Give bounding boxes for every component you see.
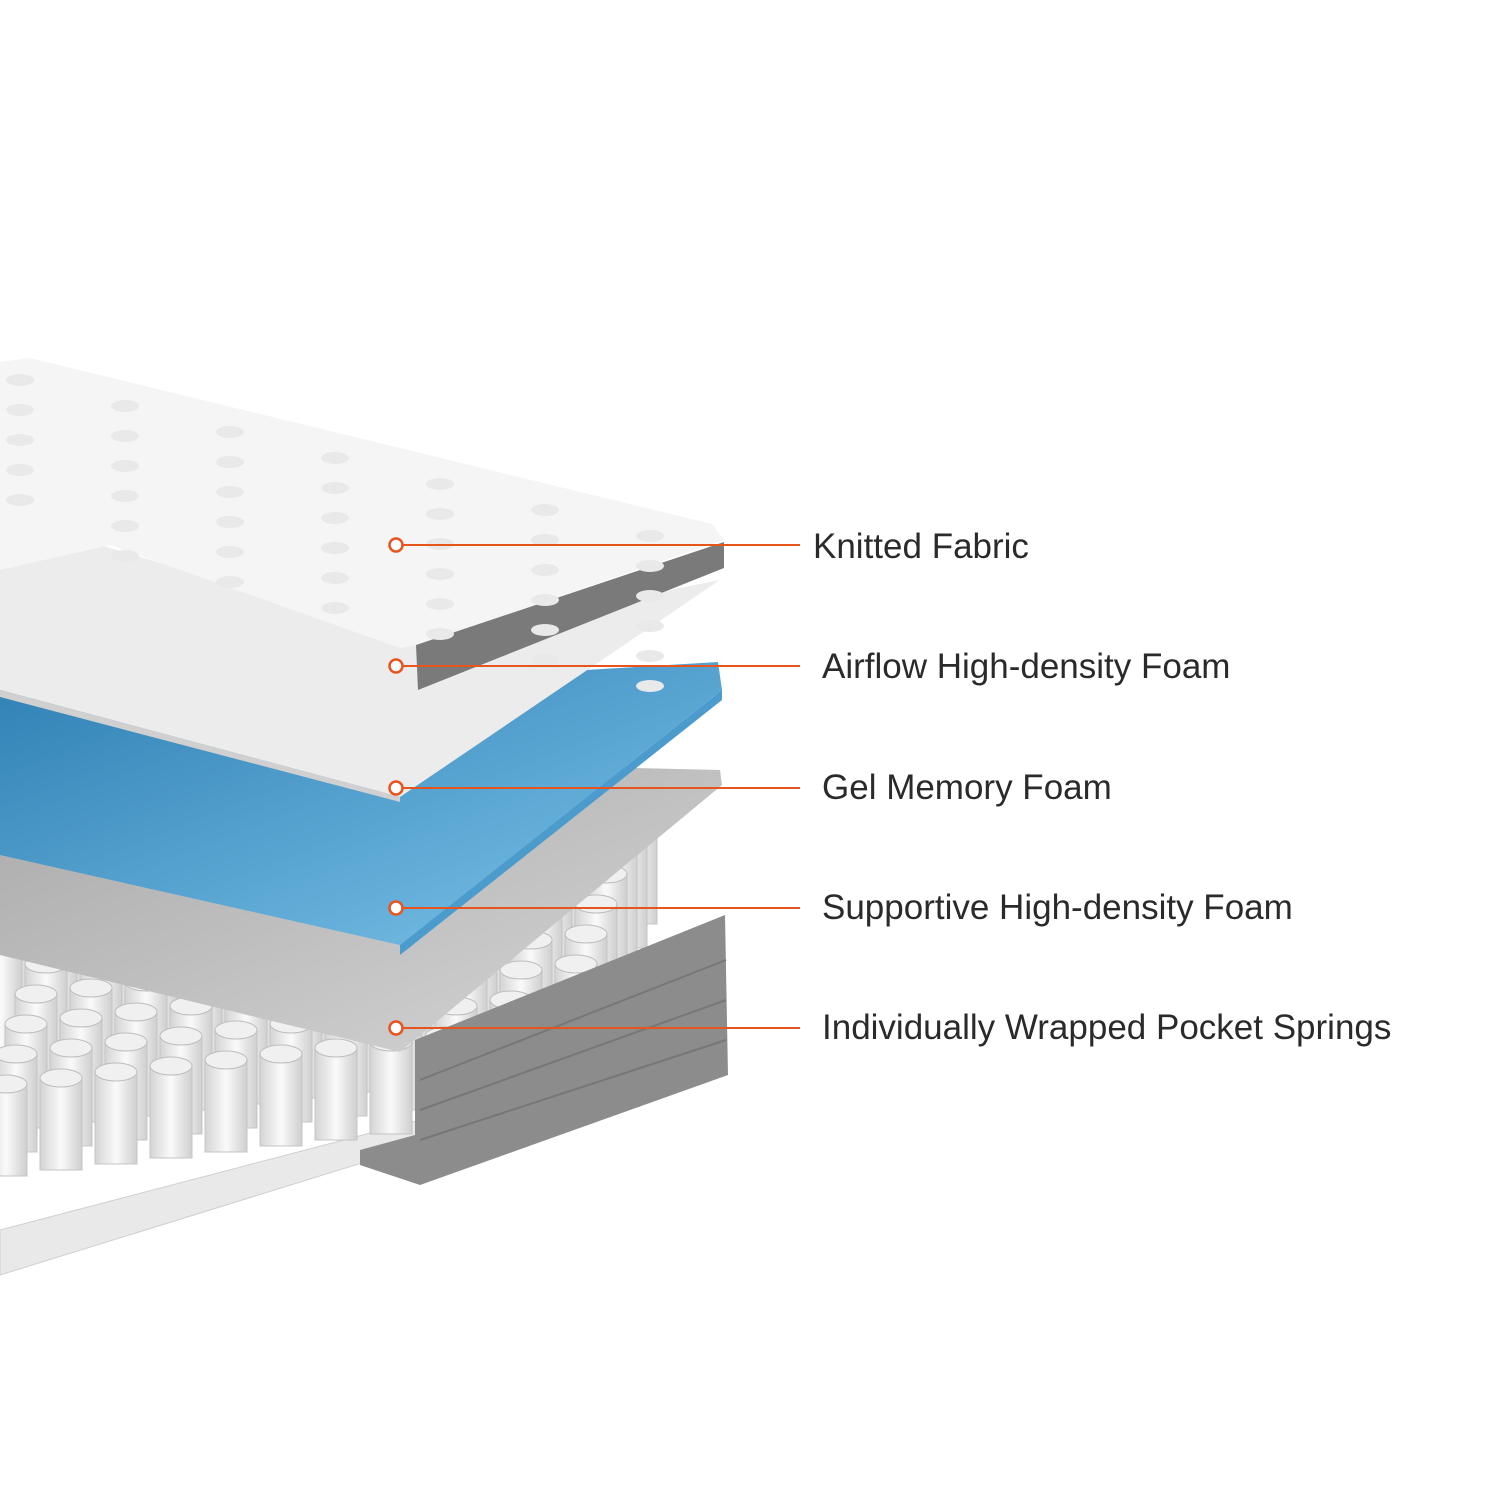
pocket-spring [204,1050,248,1153]
quilt-dimple [321,512,349,524]
quilt-dimple [6,434,34,446]
quilt-dimple [636,650,664,662]
quilt-dimple [216,516,244,528]
pocket-spring [39,1068,83,1171]
quilt-dimple [216,486,244,498]
quilt-dimple [426,478,454,490]
quilt-dimple [426,508,454,520]
quilt-dimple [636,590,664,602]
callout [388,780,800,796]
side-panel [360,915,728,1185]
quilt-dimple [321,602,349,614]
quilt-dimple [111,460,139,472]
callout-lines [388,537,800,1036]
quilt-dimple [111,520,139,532]
pocket-spring [94,1062,138,1165]
callout-dot-icon [388,900,404,916]
quilt-dimple [636,620,664,632]
quilt-dimple [426,568,454,580]
quilt-dimple [321,482,349,494]
quilt-dimple [321,542,349,554]
quilt-dimple [636,680,664,692]
quilt-dimple [531,594,559,606]
quilt-dimple [6,464,34,476]
label-supportive-foam: Supportive High-density Foam [822,888,1293,927]
quilt-dimple [6,374,34,386]
quilt-dimple [111,490,139,502]
label-airflow-foam: Airflow High-density Foam [822,647,1231,686]
quilt-dimple [6,404,34,416]
quilt-dimple [216,426,244,438]
quilt-dimple [531,564,559,576]
quilt-dimple [531,504,559,516]
quilt-dimple [321,452,349,464]
quilt-dimple [321,572,349,584]
quilt-dimple [531,654,559,666]
quilt-dimple [111,400,139,412]
callout-dot-icon [388,780,404,796]
callout [388,900,800,916]
callout [388,537,800,553]
quilt-dimple [426,628,454,640]
pocket-spring [0,1074,28,1177]
label-gel-memory-foam: Gel Memory Foam [822,768,1112,807]
quilt-dimple [636,560,664,572]
fabric-edge [416,542,724,690]
callout-dot-icon [388,537,404,553]
quilt-dimple [636,530,664,542]
quilt-dimple [216,576,244,588]
callout-dot-icon [388,1020,404,1036]
callout [388,658,800,674]
quilt-dimple [111,550,139,562]
callout [388,1020,800,1036]
callout-dot-icon [388,658,404,674]
quilt-dimple [531,534,559,546]
pocket-spring [149,1056,193,1159]
quilt-dimple [111,430,139,442]
pocket-spring [314,1038,358,1141]
quilt-dimples [6,374,664,692]
quilt-dimple [6,494,34,506]
quilt-dimple [216,456,244,468]
label-pocket-springs: Individually Wrapped Pocket Springs [822,1008,1392,1047]
quilt-dimple [216,546,244,558]
label-knitted-fabric: Knitted Fabric [813,527,1029,566]
pocket-spring [259,1044,303,1147]
quilt-dimple [531,624,559,636]
quilt-dimple [426,598,454,610]
airflow-foam-layer [0,545,720,797]
